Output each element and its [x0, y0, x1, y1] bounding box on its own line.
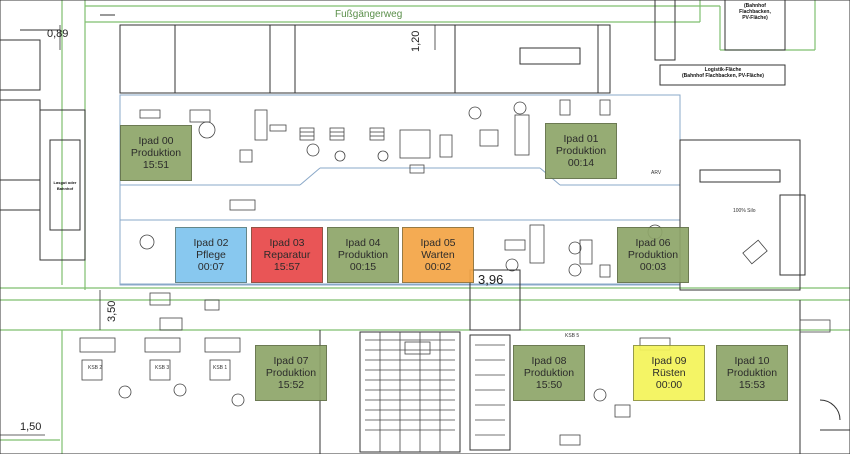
logistik-label-line1: Logistik-Fläche — [704, 67, 742, 73]
station-tile-ipad-00[interactable]: Ipad 00 Produktion 15:51 — [120, 125, 192, 181]
station-tile-ipad-04[interactable]: Ipad 04 Produktion 00:15 — [327, 227, 399, 283]
station-tile-ipad-03[interactable]: Ipad 03 Reparatur 15:57 — [251, 227, 323, 283]
ksb2-label: KSB 2 — [88, 365, 103, 371]
station-time: 00:14 — [567, 157, 595, 169]
station-tile-ipad-10[interactable]: Ipad 10 Produktion 15:53 — [716, 345, 788, 401]
station-tile-ipad-05[interactable]: Ipad 05 Warten 00:02 — [402, 227, 474, 283]
station-id: Ipad 10 — [734, 355, 770, 367]
dimension-1-50: 1,50 — [20, 421, 42, 433]
station-tile-ipad-01[interactable]: Ipad 01 Produktion 00:14 — [545, 123, 617, 179]
station-id: Ipad 04 — [345, 237, 381, 249]
station-status: Produktion — [337, 249, 389, 261]
station-time: 00:07 — [197, 261, 225, 273]
logistik-label-line2: (Bahnhof Flachbacken, PV-Fläche) — [682, 73, 764, 79]
station-id: Ipad 09 — [651, 355, 687, 367]
station-id: Ipad 07 — [273, 355, 309, 367]
station-time: 00:02 — [424, 261, 452, 273]
station-tile-ipad-08[interactable]: Ipad 08 Produktion 15:50 — [513, 345, 585, 401]
station-time: 00:15 — [349, 261, 377, 273]
station-id: Ipad 00 — [138, 135, 174, 147]
station-status: Produktion — [555, 145, 607, 157]
station-status: Warten — [421, 249, 455, 261]
dimension-3-96: 3,96 — [478, 272, 504, 287]
lager-label-line1: Lasgut oder — [53, 180, 77, 185]
station-time: 00:00 — [655, 379, 683, 391]
station-id: Ipad 08 — [531, 355, 567, 367]
station-status: Reparatur — [263, 249, 311, 261]
station-time: 15:52 — [277, 379, 305, 391]
bahnhof-label-line1: (Bahnhof — [744, 3, 766, 9]
dimension-0-89: 0,89 — [47, 28, 69, 40]
bahnhof-label: (Bahnhof Flachbacken, PV-Fläche) — [726, 3, 784, 21]
station-time: 15:57 — [273, 261, 301, 273]
station-id: Ipad 02 — [193, 237, 229, 249]
station-id: Ipad 01 — [563, 133, 599, 145]
station-tile-ipad-07[interactable]: Ipad 07 Produktion 15:52 — [255, 345, 327, 401]
walkway-label: Fußgängerweg — [335, 9, 403, 20]
station-status: Rüsten — [652, 367, 686, 379]
bahnhof-label-line3: PV-Fläche) — [742, 15, 768, 21]
station-time: 15:50 — [535, 379, 563, 391]
station-status: Produktion — [627, 249, 679, 261]
ksb1-label: KSB 1 — [213, 365, 228, 371]
dimension-3-50: 3,50 — [106, 300, 118, 322]
lager-label-line2: Bahnhof — [56, 186, 74, 191]
station-time: 15:51 — [142, 159, 170, 171]
station-id: Ipad 03 — [269, 237, 305, 249]
silo-label: 100% Silo — [733, 208, 756, 214]
station-time: 15:53 — [738, 379, 766, 391]
station-status: Produktion — [726, 367, 778, 379]
lager-label: Lasgut oder Bahnhof — [51, 180, 79, 192]
bahnhof-label-line2: Flachbacken, — [739, 9, 771, 15]
station-id: Ipad 05 — [420, 237, 456, 249]
arv-label: ARV — [651, 170, 662, 176]
station-time: 00:03 — [639, 261, 667, 273]
station-status: Produktion — [523, 367, 575, 379]
station-id: Ipad 06 — [635, 237, 671, 249]
dimension-1-20: 1,20 — [410, 30, 422, 52]
ksb3-label: KSB 3 — [155, 365, 170, 371]
station-tile-ipad-09[interactable]: Ipad 09 Rüsten 00:00 — [633, 345, 705, 401]
station-tile-ipad-06[interactable]: Ipad 06 Produktion 00:03 — [617, 227, 689, 283]
station-status: Pflege — [196, 249, 226, 261]
ksb5-label: KSB 5 — [565, 333, 580, 339]
station-tile-ipad-02[interactable]: Ipad 02 Pflege 00:07 — [175, 227, 247, 283]
station-status: Produktion — [130, 147, 182, 159]
logistik-label: Logistik-Fläche (Bahnhof Flachbacken, PV… — [662, 67, 784, 79]
station-status: Produktion — [265, 367, 317, 379]
